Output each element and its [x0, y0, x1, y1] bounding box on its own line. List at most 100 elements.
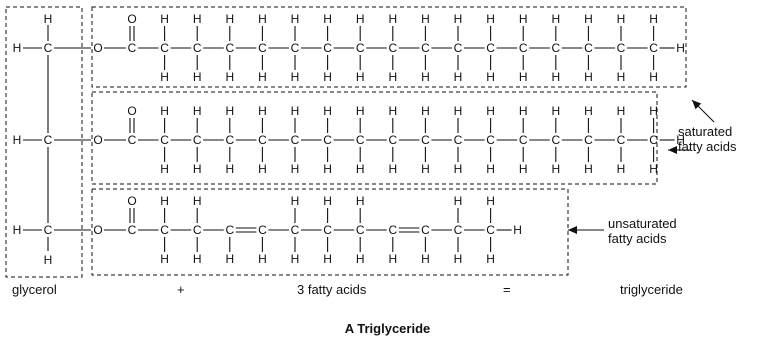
chain-hydrogen: H: [649, 162, 658, 176]
chain-hydrogen: H: [584, 162, 593, 176]
chain-carbon: C: [388, 223, 397, 237]
glycerol-carbon: C: [44, 133, 53, 147]
fatty-acid-3-box: [91, 188, 569, 276]
chain-carbon: C: [486, 223, 495, 237]
chain-carbon: C: [193, 223, 202, 237]
chain-hydrogen: H: [193, 252, 202, 266]
glycerol-hydrogen: H: [13, 223, 22, 237]
chain-hydrogen: H: [486, 70, 495, 84]
chain-hydrogen: H: [519, 70, 528, 84]
chain-hydrogen: H: [258, 104, 267, 118]
chain-hydrogen: H: [551, 104, 560, 118]
chain-carbon: C: [388, 133, 397, 147]
saturated-arrow-lower-head: [668, 146, 677, 154]
chain-carbon: C: [649, 41, 658, 55]
chain-hydrogen: H: [486, 194, 495, 208]
chain-carbon: C: [421, 133, 430, 147]
chain-carbon: C: [551, 41, 560, 55]
glycerol-carbon: C: [44, 41, 53, 55]
chain-carbon: C: [160, 133, 169, 147]
chain-hydrogen: H: [486, 104, 495, 118]
chain-hydrogen: H: [551, 12, 560, 26]
chain-hydrogen: H: [388, 12, 397, 26]
chain-hydrogen: H: [454, 252, 463, 266]
chain-hydrogen: H: [421, 162, 430, 176]
chain-carbon: C: [291, 133, 300, 147]
chain-hydrogen: H: [323, 162, 332, 176]
chain-carbon: C: [454, 223, 463, 237]
chain-hydrogen: H: [617, 12, 626, 26]
chain-carbon: C: [421, 41, 430, 55]
chain-carbon: C: [519, 133, 528, 147]
chain-carbon: C: [160, 41, 169, 55]
chain-hydrogen: H: [323, 12, 332, 26]
chain-hydrogen: H: [160, 162, 169, 176]
chain-hydrogen: H: [421, 70, 430, 84]
chain-hydrogen: H: [225, 252, 234, 266]
chain-hydrogen: H: [356, 12, 365, 26]
glycerol-carbon: C: [44, 223, 53, 237]
chain-carbon: C: [356, 223, 365, 237]
chain-hydrogen: H: [291, 194, 300, 208]
chain-hydrogen: H: [291, 12, 300, 26]
chain-hydrogen: H: [421, 12, 430, 26]
unsaturated-fatty-acids-label: unsaturated fatty acids: [608, 216, 677, 246]
chain-carbon: C: [486, 41, 495, 55]
chain-hydrogen: H: [454, 70, 463, 84]
chain-carbon: C: [551, 133, 560, 147]
chain-hydrogen: H: [584, 12, 593, 26]
chain-carbon: C: [291, 223, 300, 237]
chain-hydrogen: H: [291, 252, 300, 266]
chain-hydrogen: H: [291, 162, 300, 176]
chain-hydrogen: H: [388, 162, 397, 176]
unsaturated-arrow-head: [568, 226, 577, 234]
chain-hydrogen: H: [291, 104, 300, 118]
chain-hydrogen: H: [193, 104, 202, 118]
chain-hydrogen: H: [258, 12, 267, 26]
chain-hydrogen: H: [160, 12, 169, 26]
chain-hydrogen: H: [617, 104, 626, 118]
chain-carbon: C: [356, 41, 365, 55]
chain-hydrogen: H: [584, 70, 593, 84]
chain-hydrogen: H: [160, 252, 169, 266]
chain-carbon: C: [225, 41, 234, 55]
saturated-fatty-acids-label: saturated fatty acids: [678, 124, 737, 154]
chain-hydrogen: H: [258, 252, 267, 266]
chain-carbon: C: [128, 133, 137, 147]
chain-hydrogen: H: [649, 12, 658, 26]
chain-hydrogen: H: [421, 104, 430, 118]
chain-hydrogen: H: [388, 252, 397, 266]
chain-carbon: C: [160, 223, 169, 237]
chain-hydrogen: H: [454, 104, 463, 118]
diagram-caption: A Triglyceride: [344, 321, 431, 336]
chain-hydrogen: H: [454, 194, 463, 208]
chain-hydrogen: H: [649, 70, 658, 84]
chain-carbon: C: [193, 133, 202, 147]
carbonyl-oxygen: O: [127, 194, 136, 208]
chain-carbon: C: [128, 41, 137, 55]
chain-carbon: C: [258, 223, 267, 237]
chain-hydrogen: H: [160, 70, 169, 84]
chain-hydrogen: H: [356, 162, 365, 176]
chain-carbon: C: [258, 133, 267, 147]
chain-carbon: C: [356, 133, 365, 147]
chain-hydrogen: H: [486, 252, 495, 266]
chain-hydrogen: H: [454, 12, 463, 26]
terminal-hydrogen: H: [513, 223, 522, 237]
chain-carbon: C: [584, 41, 593, 55]
chain-carbon: C: [454, 133, 463, 147]
chain-carbon: C: [323, 133, 332, 147]
chain-hydrogen: H: [323, 252, 332, 266]
fatty-acid-2-box: [91, 91, 658, 185]
chain-carbon: C: [584, 133, 593, 147]
chain-carbon: C: [128, 223, 137, 237]
ester-oxygen: O: [93, 133, 102, 147]
chain-hydrogen: H: [225, 104, 234, 118]
glycerol-box: [5, 6, 83, 278]
chain-carbon: C: [519, 41, 528, 55]
chain-hydrogen: H: [291, 70, 300, 84]
chain-hydrogen: H: [519, 104, 528, 118]
plus-sign: +: [177, 282, 185, 297]
chain-hydrogen: H: [356, 104, 365, 118]
